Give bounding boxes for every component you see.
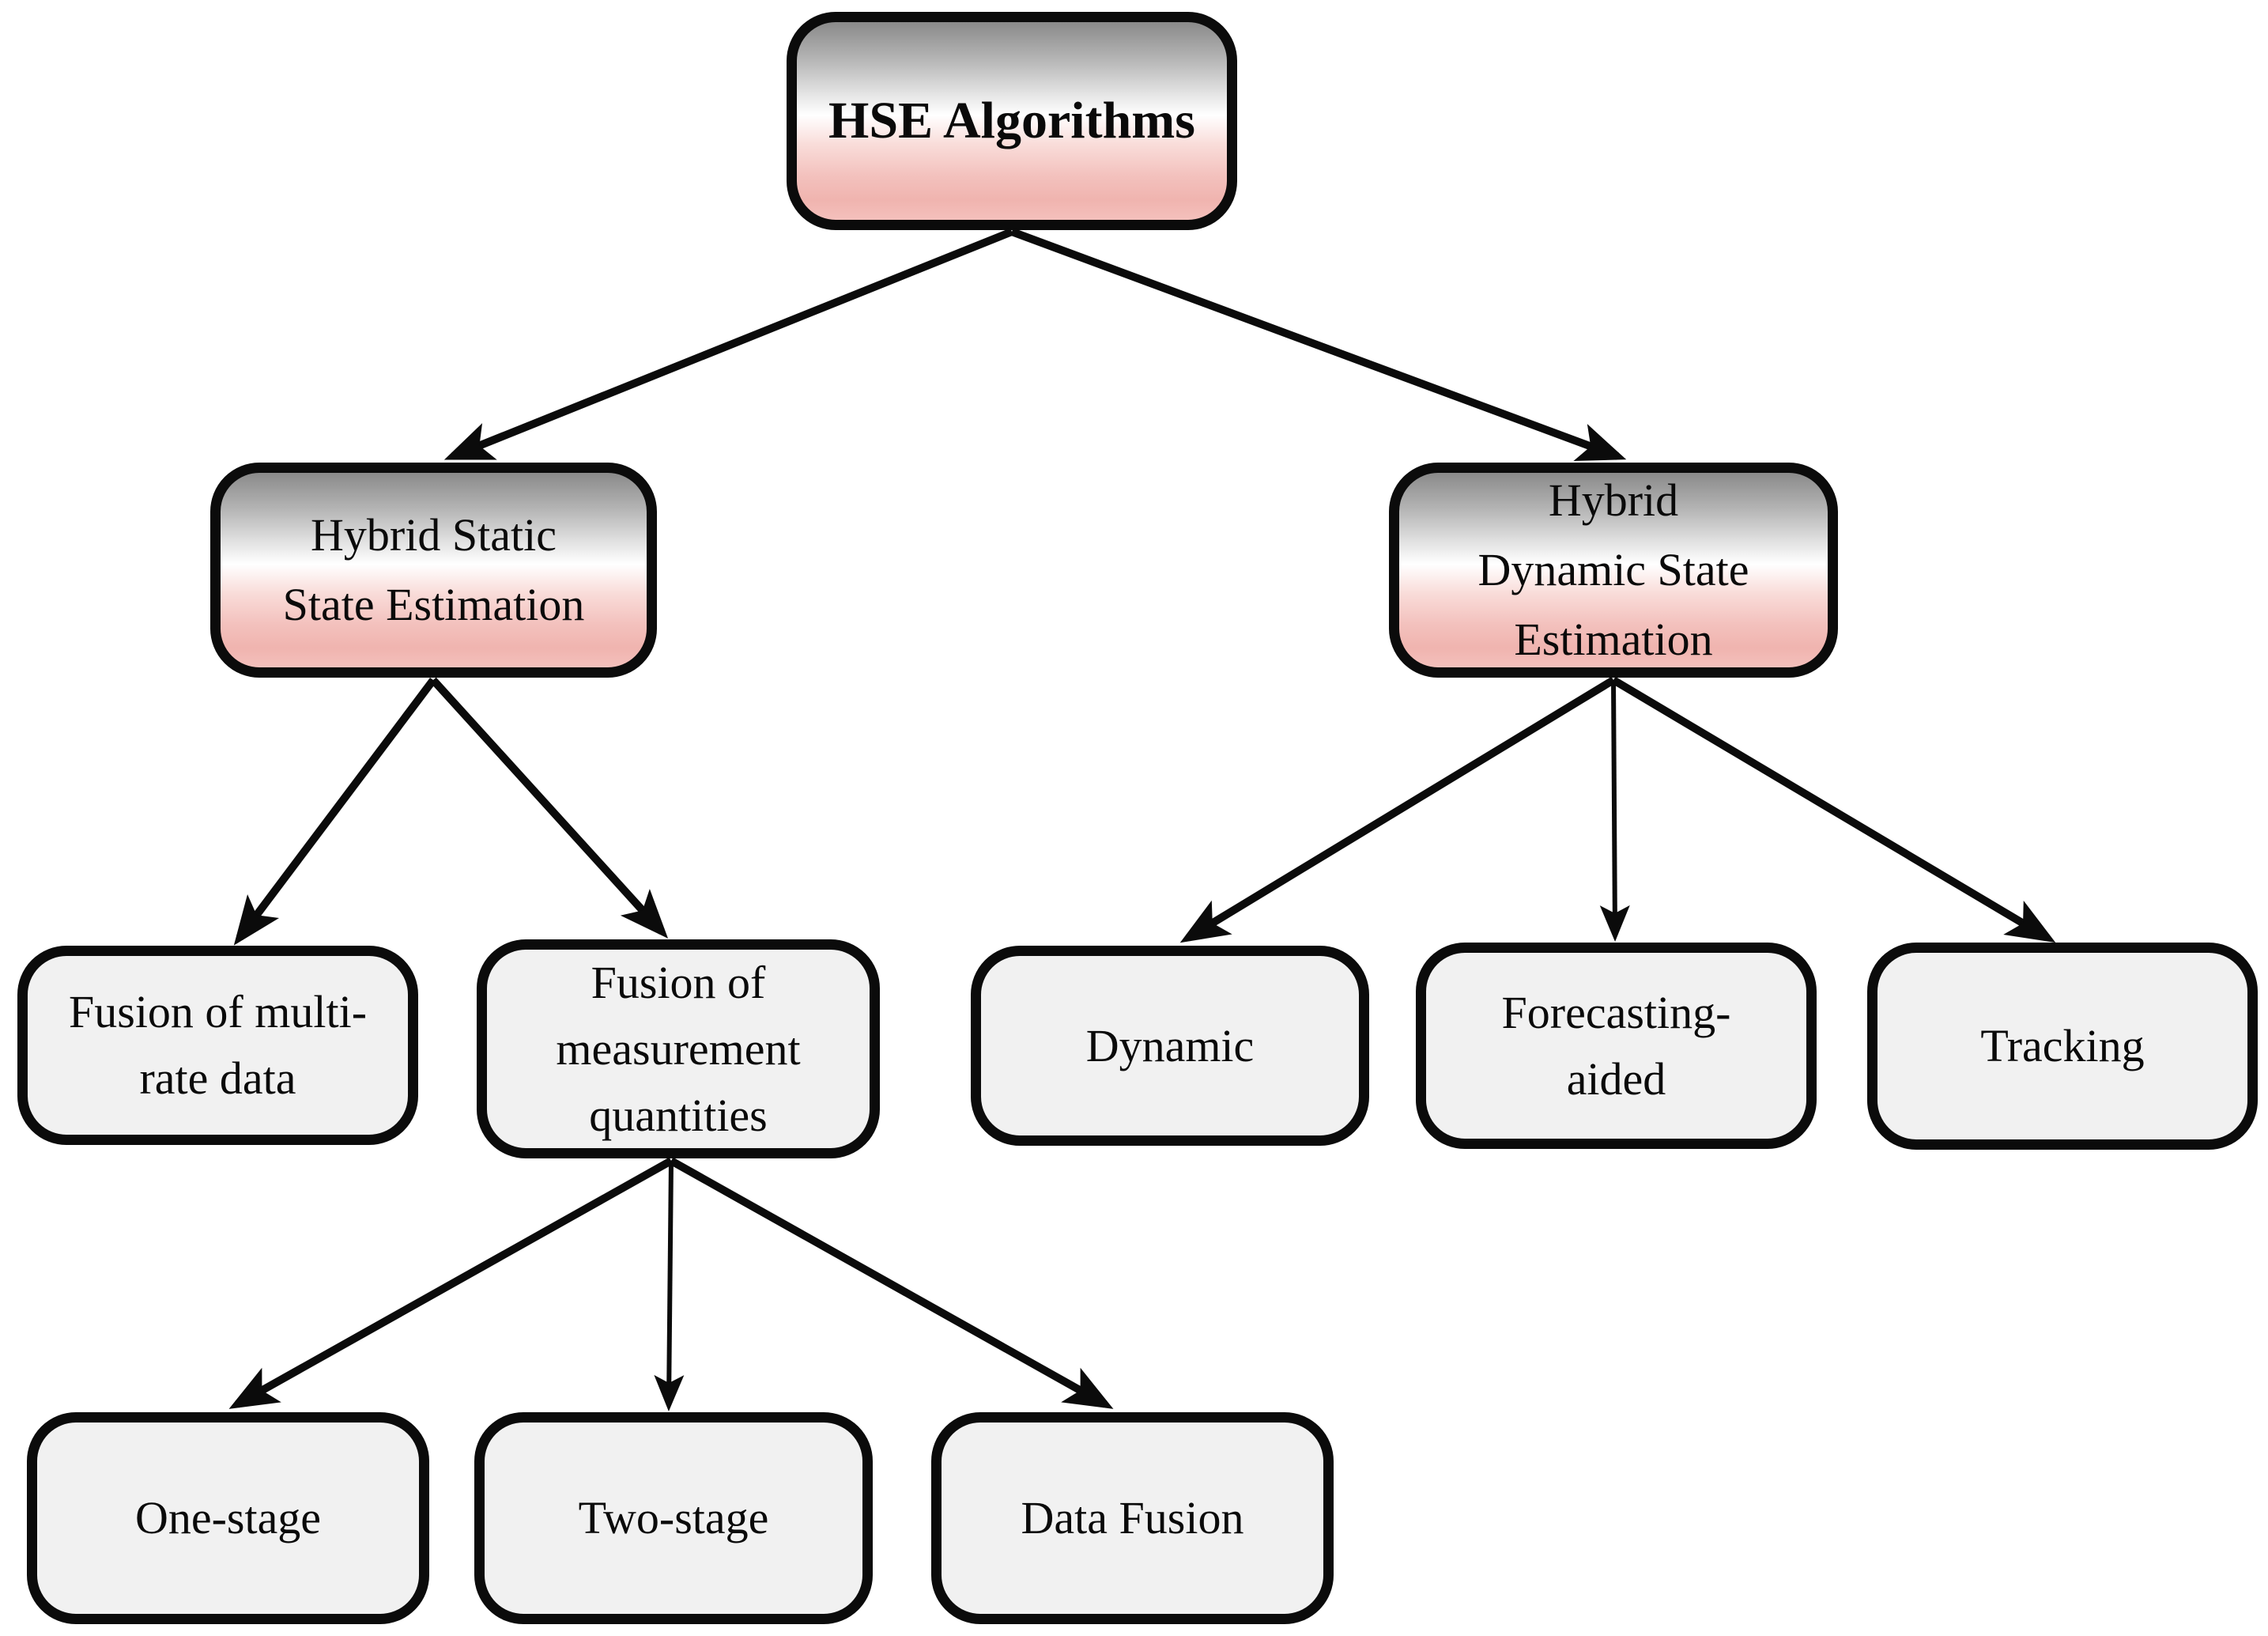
edge-hybrid-static-to-fusion-measurement — [430, 677, 669, 939]
node-hybrid-dynamic-state-estimation: Hybrid Dynamic State Estimation — [1389, 463, 1838, 678]
node-fusion-of-multi-rate-data: Fusion of multi- rate data — [17, 946, 418, 1145]
node-label-line: Hybrid Static — [311, 509, 557, 561]
node-forecasting-aided: Forecasting- aided — [1416, 943, 1817, 1149]
node-one-stage: One-stage — [27, 1412, 429, 1624]
node-label-line: Fusion of — [591, 956, 766, 1008]
edge-fusion-measurement-to-two-stage — [654, 1160, 685, 1411]
node-label-line: State Estimation — [282, 579, 585, 630]
node-label-line: Dynamic State — [1477, 544, 1749, 595]
node-label-line: Forecasting- — [1501, 986, 1731, 1038]
node-label-line: Data Fusion — [1021, 1492, 1244, 1543]
node-label-line: HSE Algorithms — [828, 92, 1195, 149]
node-label-line: quantities — [589, 1089, 768, 1141]
node-label-line: Two-stage — [578, 1492, 769, 1543]
node-label-line: Dynamic — [1085, 1019, 1255, 1071]
edge-fusion-measurement-to-one-stage — [228, 1157, 674, 1409]
node-label-line: Tracking — [1980, 1020, 2145, 1071]
edge-root-to-hybrid-dynamic — [1010, 228, 1627, 462]
edge-hybrid-dynamic-to-forecasting-aided — [1599, 679, 1630, 942]
node-label-line: Fusion of multi- — [68, 986, 368, 1037]
edge-root-to-hybrid-static — [443, 228, 1013, 460]
edge-hybrid-static-to-fusion-multi-rate — [233, 677, 436, 946]
node-label-line: aided — [1566, 1052, 1666, 1105]
node-label-line: Estimation — [1514, 614, 1713, 665]
edge-hybrid-dynamic-to-dynamic — [1179, 676, 1616, 943]
node-data-fusion: Data Fusion — [931, 1412, 1334, 1624]
node-label-line: One-stage — [134, 1492, 322, 1543]
node-fusion-of-measurement-quantities: Fusion of measurement quantities — [477, 939, 880, 1158]
node-hse-algorithms: HSE Algorithms — [787, 12, 1237, 230]
edge-fusion-measurement-to-data-fusion — [669, 1157, 1114, 1409]
node-label-line: measurement — [556, 1022, 801, 1075]
node-dynamic: Dynamic — [971, 946, 1369, 1146]
edge-hybrid-dynamic-to-tracking — [1611, 676, 2056, 943]
node-label-line: Hybrid — [1548, 474, 1679, 526]
node-label-line: rate data — [139, 1052, 296, 1104]
node-two-stage: Two-stage — [474, 1412, 873, 1624]
node-hybrid-static-state-estimation: Hybrid Static State Estimation — [210, 463, 657, 678]
node-tracking: Tracking — [1867, 943, 2258, 1150]
